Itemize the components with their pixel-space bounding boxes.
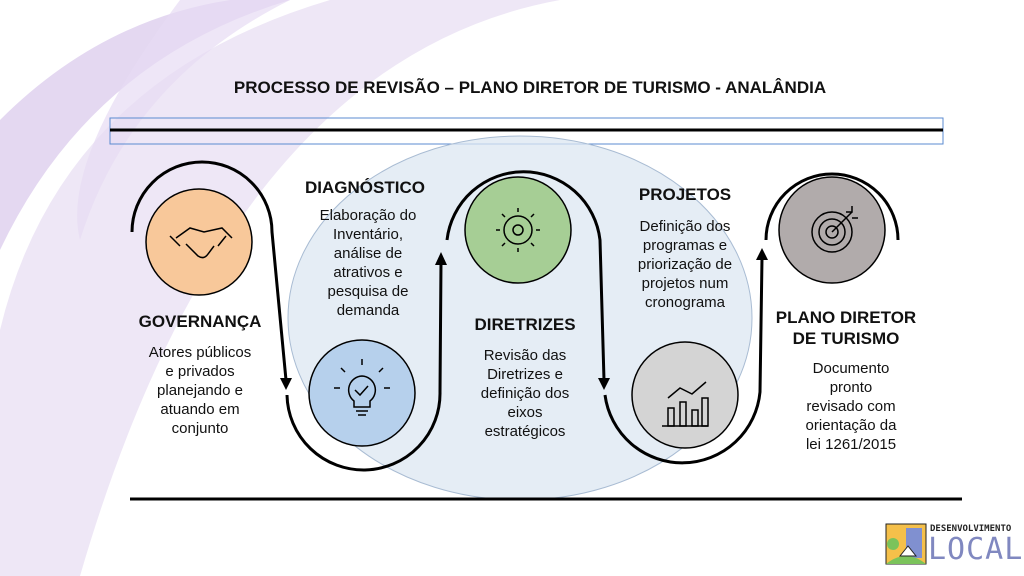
process-path (130, 160, 900, 472)
step-heading-governanca: GOVERNANÇA (138, 312, 262, 331)
step-heading-diretrizes: DIRETRIZES (474, 315, 576, 334)
logo-graphic (885, 523, 927, 565)
gear-icon (496, 208, 540, 252)
step-circle-diretrizes (464, 176, 572, 284)
arrowheads (280, 248, 768, 390)
step-heading-plano: PLANO DIRETOR DE TURISMO (775, 308, 917, 348)
step-heading-diagnostico: DIAGNÓSTICO (305, 178, 425, 197)
step-heading-projetos: PROJETOS (638, 185, 732, 204)
lightbulb-icon (334, 359, 390, 416)
bar-chart-icon (662, 381, 709, 427)
handshake-icon (169, 227, 233, 259)
decor-swoosh-dark (0, 0, 290, 250)
step-circle-plano (778, 176, 886, 284)
target-icon (811, 206, 858, 253)
logo: DESENVOLVIMENTO LOCAL (928, 524, 1024, 567)
step-circle-projetos (631, 341, 739, 449)
step-circle-governanca (145, 188, 253, 296)
page-title: PROCESSO DE REVISÃO – PLANO DIRETOR DE T… (233, 78, 827, 97)
